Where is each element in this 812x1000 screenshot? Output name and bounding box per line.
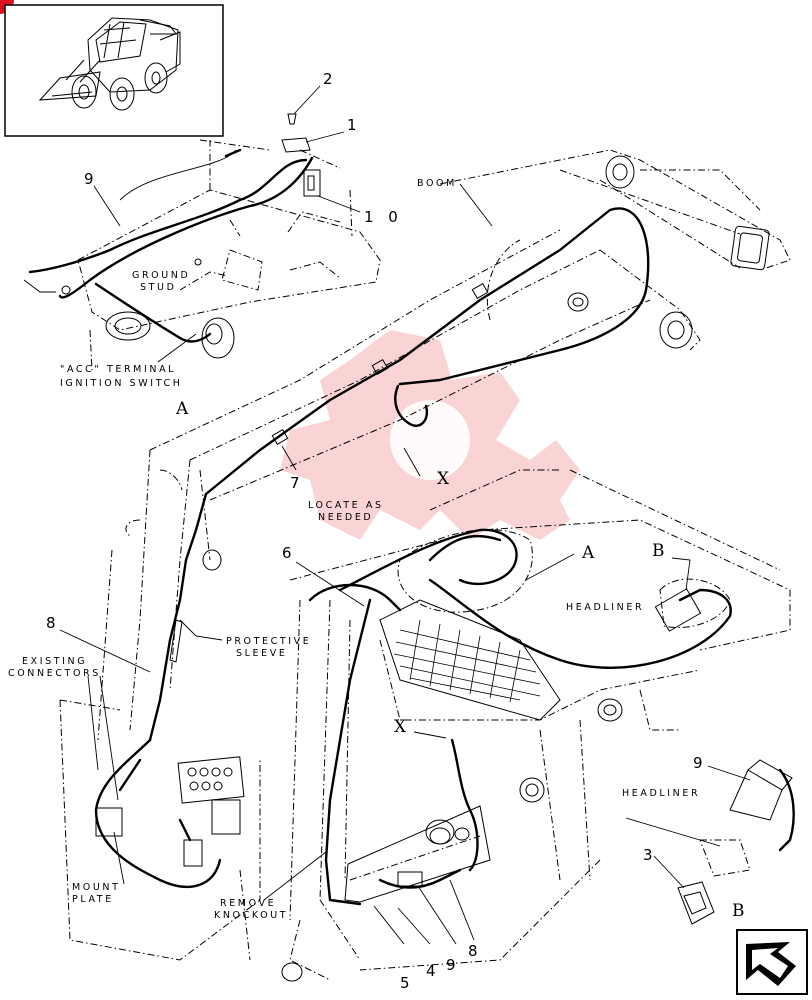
label-a-ref: A xyxy=(581,543,595,563)
label-mount: MOUNT xyxy=(72,882,121,893)
next-page-arrow-icon[interactable] xyxy=(736,929,808,995)
callout-5: 5 xyxy=(400,974,410,992)
label-detail-a: A xyxy=(175,399,189,419)
label-plate: PLATE xyxy=(72,894,114,905)
label-connectors: CONNECTORS xyxy=(8,668,101,679)
labels: BOOM GROUND STUD "ACC" TERMINAL IGNITION… xyxy=(8,178,745,921)
label-ignition-switch: IGNITION SWITCH xyxy=(60,378,183,389)
label-needed: NEEDED xyxy=(318,512,373,523)
label-ground-stud-1: GROUND xyxy=(132,270,190,281)
label-acc-terminal: "ACC" TERMINAL xyxy=(60,364,176,375)
detail-a-panel xyxy=(23,113,381,371)
callout-1: 1 xyxy=(347,116,357,134)
label-headliner-lower: HEADLINER xyxy=(622,788,700,799)
loader-thumbnail xyxy=(4,4,224,137)
label-protective: PROTECTIVE xyxy=(226,636,311,647)
label-boom: BOOM xyxy=(417,178,457,189)
label-ground-stud-2: STUD xyxy=(140,282,177,293)
callout-3: 3 xyxy=(643,846,653,864)
label-x-top: X xyxy=(437,469,450,489)
boom-frame xyxy=(59,149,793,982)
callout-9-right: 9 xyxy=(693,754,703,772)
label-remove: REMOVE xyxy=(220,898,276,909)
callout-6: 6 xyxy=(282,544,292,562)
label-sleeve: SLEEVE xyxy=(236,648,287,659)
label-b-ref: B xyxy=(652,541,665,561)
label-knockout: KNOCKOUT xyxy=(214,910,288,921)
callout-4: 4 xyxy=(426,962,436,980)
label-existing: EXISTING xyxy=(22,656,87,667)
label-b-caption: B xyxy=(732,901,745,921)
main-harness xyxy=(94,207,795,906)
callout-7: 7 xyxy=(290,474,300,492)
callout-9-topleft: 9 xyxy=(84,170,94,188)
callout-9-bottom: 9 xyxy=(446,956,456,974)
callouts: 2 1 1 0 9 7 6 8 9 3 8 9 4 5 xyxy=(46,70,703,992)
callout-2: 2 xyxy=(323,70,333,88)
leader-lines xyxy=(59,85,751,945)
grille xyxy=(393,619,541,703)
callout-10: 1 0 xyxy=(364,208,403,226)
callout-8-left: 8 xyxy=(46,614,56,632)
gear-logo-inner xyxy=(390,400,470,480)
label-locate-as: LOCATE AS xyxy=(308,500,384,511)
label-headliner-upper: HEADLINER xyxy=(566,602,644,613)
label-x-mid: X xyxy=(394,717,407,737)
callout-8-bottom: 8 xyxy=(468,942,478,960)
